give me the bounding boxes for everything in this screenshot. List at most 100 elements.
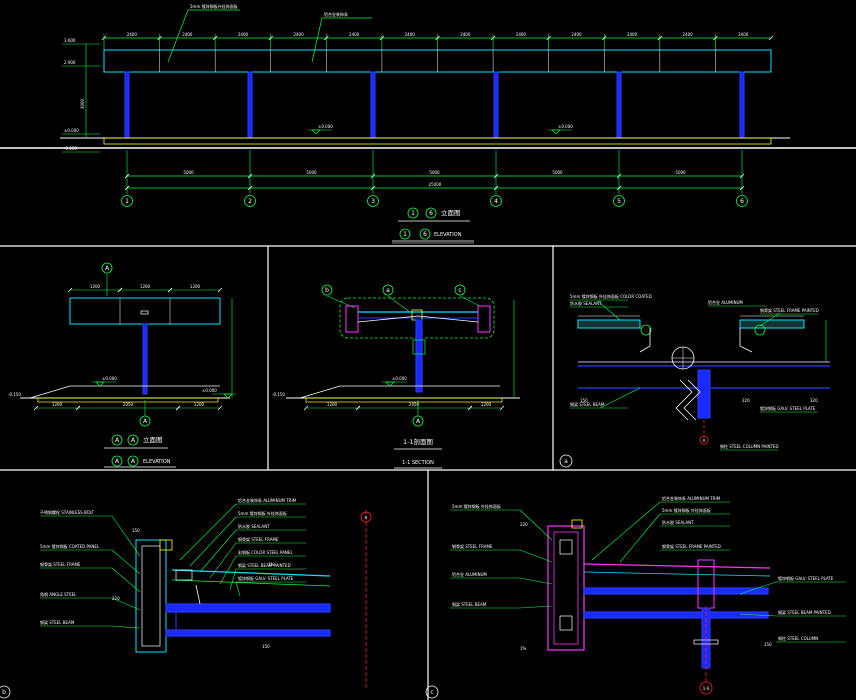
sect-beam-left (345, 305, 359, 333)
elev-title-en-from-label: 1 (403, 231, 407, 238)
dc-dim-2: 150 (764, 642, 772, 647)
db-note-left-0: 不锈钢螺栓 STAINLESS BOLT (40, 509, 94, 515)
side-title-en-to-bubble (127, 455, 139, 467)
db-dim-0: 150 (132, 528, 140, 533)
elev-top-dim-text: 2400 (460, 32, 471, 37)
db-label: b (2, 689, 6, 696)
elev-top-dim-tick (435, 35, 440, 41)
db-note-right-leader (179, 503, 237, 561)
dc-note-right-5: 钢梁 STEEL BEAM PAINTED (778, 609, 831, 615)
dc-note-right-6: 钢柱 STEEL COLUMN (778, 635, 818, 641)
elev-column (616, 71, 622, 139)
elev-top-dim-text: 2400 (238, 32, 249, 37)
dc-leader-1 (591, 501, 661, 561)
da-downpipe (675, 379, 693, 421)
dim-tick (768, 35, 774, 41)
dc-deck-sheet (583, 571, 771, 577)
elev-top-dim-tick (490, 35, 496, 41)
dc-note-left-leader (519, 549, 553, 563)
side-title-en-from-label: A (115, 458, 120, 465)
sect-bottom-dim-text: 1200 (327, 402, 338, 407)
dc-grid-bubble (699, 681, 713, 695)
elev-title-cn: 立面图 (441, 208, 461, 217)
db-deck-top (171, 569, 331, 577)
da-leader-1 (597, 300, 621, 321)
elev-title-from-bubble (407, 207, 419, 219)
side-title-from-bubble (111, 434, 123, 446)
db-note-right-0: 铝合金装饰条 ALUMINUM TRIM (238, 497, 297, 503)
elev-grid-4-bubble (490, 195, 502, 207)
elev-column (247, 71, 253, 139)
dc-bolt-top (559, 539, 573, 555)
db-note-left-3: 角钢 ANGLE STEEL (40, 591, 77, 597)
side-title-en-to-label: A (131, 458, 136, 465)
elev-title-to-bubble (425, 207, 437, 219)
sect-bottom-dim-text: 2050 (409, 402, 420, 407)
elev-title-to-label: 6 (429, 210, 433, 217)
elev-level-ground-3-text: ±0.000 (558, 124, 573, 129)
elev-grid-3-label: 3 (371, 198, 375, 205)
dim-tick (370, 173, 376, 179)
sect-title-cn: 1-1剖面图 (403, 437, 433, 446)
dc-grid-label: 1-6 (703, 686, 710, 691)
elev-level-top: 3.600 (64, 38, 76, 43)
elev-top-dim-tick (379, 35, 385, 41)
dim-tick (493, 173, 499, 179)
elev-top-dim-tick (157, 35, 162, 41)
sect-callout-a-bubble (382, 284, 394, 296)
elev-level-ground: ±0.000 (64, 128, 79, 133)
sect-plinth (305, 397, 503, 403)
dim-tick (124, 173, 130, 179)
db-note-right-4: 彩钢板 COLOR STEEL PANEL (238, 549, 293, 555)
side-grid-bottom-label: A (143, 418, 148, 425)
da-note-4: 钢梁 STEEL BEAM (570, 401, 605, 407)
side-drain-opening (140, 310, 149, 315)
elev-bottom-dim-text: 5000 (675, 170, 686, 175)
elev-note-right: 铝合金装饰条 (324, 11, 348, 17)
db-note-right-leader (189, 516, 237, 567)
elev-level-mid: 2.900 (64, 60, 76, 65)
sect-grid-bottom-bubble (412, 415, 424, 427)
db-grid-label: A (365, 515, 368, 520)
db-label-bubble (0, 685, 11, 699)
side-level-right-text: ±0.000 (202, 388, 217, 393)
elev-column (739, 71, 745, 139)
db-note-right-3: 钢骨架 STEEL FRAME (238, 536, 279, 542)
dc-label: c (430, 689, 433, 696)
elev-title-en-to-label: 6 (423, 231, 427, 238)
dc-cap (571, 519, 583, 529)
dim-tick (303, 405, 309, 411)
elev-top-dim-text: 2400 (405, 32, 416, 37)
elev-grid-2-label: 2 (248, 198, 252, 205)
elev-bottom-dim-text: 5000 (429, 170, 440, 175)
db-note-left-2: 钢骨架 STEEL FRAME (40, 561, 81, 567)
dim-tick (67, 287, 73, 293)
sect-callout-b-label: b (325, 287, 329, 294)
sheet-frames (0, 147, 856, 700)
da-sealant-right (754, 324, 766, 336)
db-note-right-leader (199, 529, 237, 573)
elev-top-dim-text: 2400 (516, 32, 527, 37)
da-dim-0: 150 (580, 398, 588, 403)
elev-grid-1-label: 1 (125, 198, 129, 205)
dc-note-left-leader (519, 605, 553, 609)
elev-top-dim-text: 2400 (683, 32, 694, 37)
sect-column-bracket (412, 339, 426, 355)
elev-title-en-to-bubble (419, 228, 431, 240)
dc-fascia-inner (553, 531, 579, 645)
db-note-right-leader (229, 568, 237, 591)
elev-bottom-dim-text: 5000 (552, 170, 563, 175)
db-bracket (195, 584, 201, 605)
elev-top-dim-text: 2400 (349, 32, 360, 37)
sect-title-en: 1-1 SECTION (402, 460, 434, 466)
elev-leader-left (167, 9, 189, 63)
elev-top-dim-text: 2400 (571, 32, 582, 37)
elev-grid-6-label: 6 (740, 198, 744, 205)
elev-top-dim-tick (713, 35, 718, 41)
dc-note-left-leader (519, 509, 553, 541)
dim-tick (217, 405, 223, 411)
da-leader-2 (759, 312, 781, 327)
